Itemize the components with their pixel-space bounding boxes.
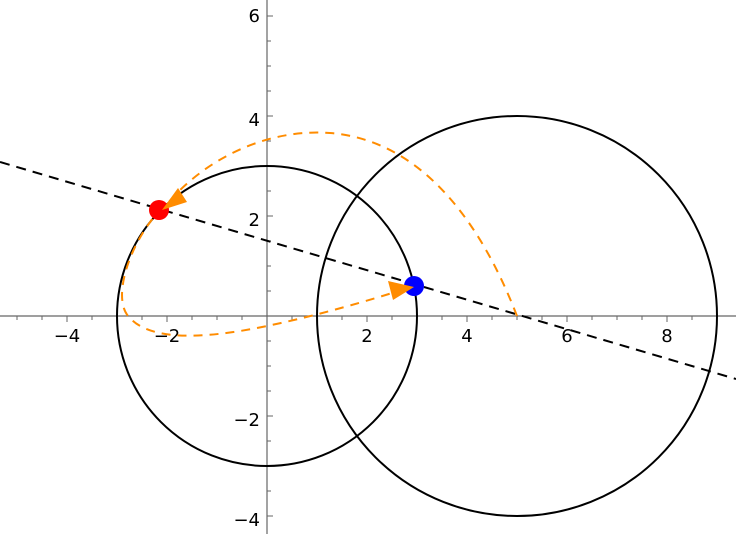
large-circle [316,115,718,517]
arrowhead-icon [388,281,414,300]
x-tick-label: 6 [561,326,572,347]
small-circle [116,165,418,467]
arrowhead-icon [162,188,187,210]
orange-arc-to-blue [121,206,406,337]
x-ticks [16,316,718,322]
y-tick-label: 2 [249,210,260,231]
red-point [149,200,169,220]
x-tick-label: 2 [361,326,372,347]
y-tick-label: −2 [233,410,260,431]
x-tick-label: 8 [661,326,672,347]
blue-point [404,276,424,296]
y-tick-label: 6 [249,6,260,27]
y-ticks [267,15,273,517]
x-tick-label: 4 [461,326,472,347]
orange-arc-to-red [167,131,518,317]
dashed-line [0,161,736,380]
y-tick-label: −4 [233,510,260,531]
y-tick-label: 4 [249,110,260,131]
x-tick-label: −2 [154,326,181,347]
x-tick-label: −4 [54,326,81,347]
